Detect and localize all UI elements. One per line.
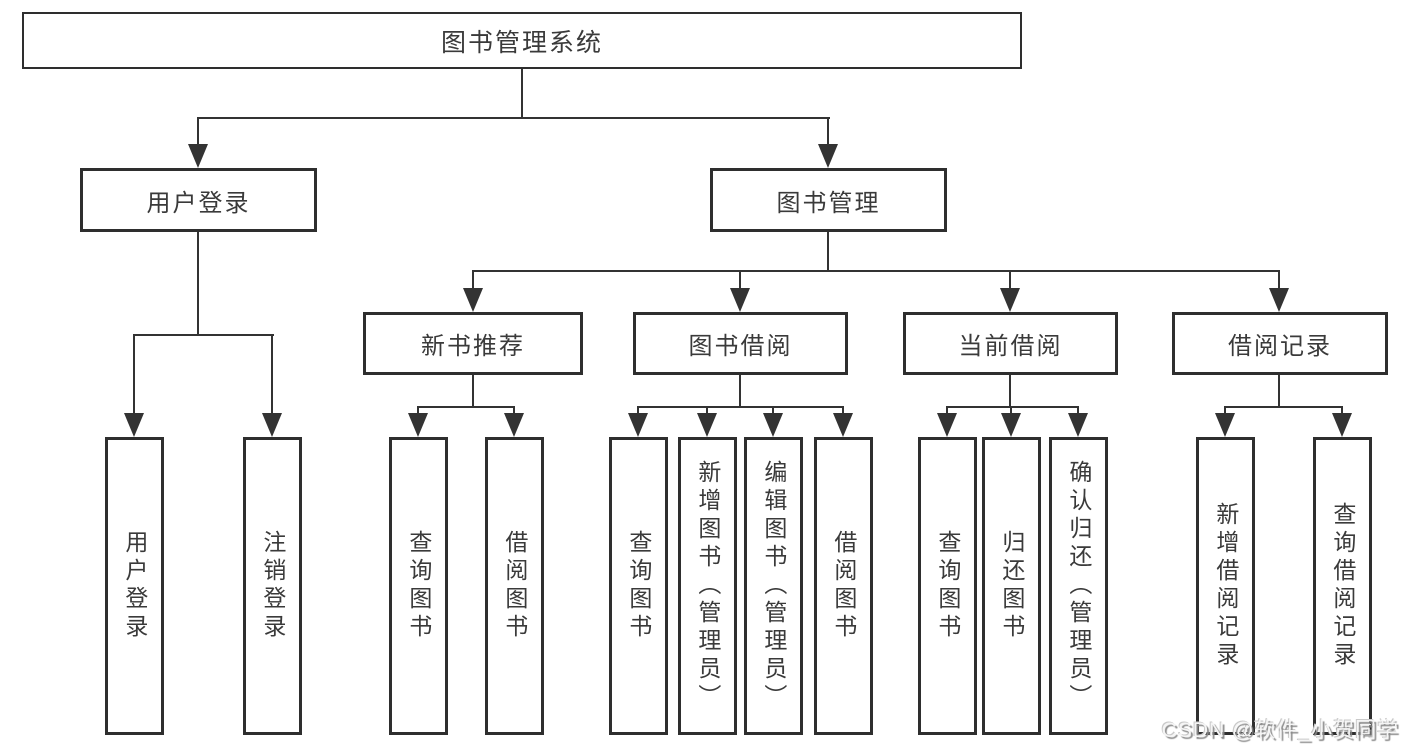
leaf-query-borrow-record-label: 查询借阅记录: [1329, 502, 1356, 670]
connector-line: [417, 406, 515, 408]
leaf-query-books-recommend: 查询图书: [389, 437, 448, 735]
connector-line: [827, 117, 829, 147]
node-user-login: 用户登录: [80, 168, 317, 232]
connector-line: [133, 334, 135, 416]
leaf-query-books-current: 查询图书: [918, 437, 977, 735]
arrow-down-icon: [262, 413, 282, 437]
arrow-down-icon: [408, 413, 428, 437]
connector-line: [1224, 406, 1226, 416]
connector-line: [842, 406, 844, 416]
arrow-down-icon: [504, 413, 524, 437]
node-current-borrowing-label: 当前借阅: [958, 333, 1063, 360]
node-new-book-recommend-label: 新书推荐: [421, 333, 525, 360]
arrow-down-icon: [1001, 413, 1021, 437]
arrow-down-icon: [188, 144, 208, 168]
connector-line: [472, 270, 474, 292]
node-user-login-label: 用户登录: [146, 189, 251, 217]
arrow-down-icon: [463, 288, 483, 312]
node-new-book-recommend: 新书推荐: [363, 312, 583, 375]
connector-line: [1278, 375, 1280, 406]
leaf-borrow-books-borrowing: 借阅图书: [814, 437, 873, 735]
connector-line: [513, 406, 515, 416]
leaf-add-borrow-record-label: 新增借阅记录: [1212, 502, 1239, 670]
connector-line: [706, 406, 708, 416]
connector-line: [133, 334, 274, 336]
connector-line: [1278, 270, 1280, 292]
node-book-management: 图书管理: [710, 168, 947, 232]
leaf-add-borrow-record: 新增借阅记录: [1196, 437, 1255, 735]
connector-line: [1009, 270, 1011, 292]
arrow-down-icon: [1215, 413, 1235, 437]
leaf-return-books: 归还图书: [982, 437, 1041, 735]
leaf-borrow-books-recommend: 借阅图书: [485, 437, 544, 735]
connector-line: [827, 232, 829, 270]
arrow-down-icon: [1269, 288, 1289, 312]
leaf-borrow-books-recommend-label: 借阅图书: [501, 530, 528, 642]
node-root: 图书管理系统: [22, 12, 1022, 69]
connector-line: [1010, 406, 1012, 416]
arrow-down-icon: [1332, 413, 1352, 437]
connector-line: [1224, 406, 1343, 408]
connector-line: [197, 117, 830, 119]
leaf-query-borrow-record: 查询借阅记录: [1313, 437, 1372, 735]
connector-line: [739, 375, 741, 406]
node-book-borrowing-label: 图书借阅: [688, 333, 793, 360]
connector-line: [197, 232, 199, 334]
connector-line: [637, 406, 844, 408]
leaf-return-books-label: 归还图书: [998, 530, 1025, 642]
node-borrowing-records: 借阅记录: [1172, 312, 1388, 375]
leaf-confirm-return-admin: 确认归还（管理员）: [1049, 437, 1108, 735]
connector-line: [472, 270, 1280, 272]
connector-line: [417, 406, 419, 416]
leaf-user-login-label: 用户登录: [121, 530, 148, 642]
node-borrowing-records-label: 借阅记录: [1228, 333, 1332, 360]
leaf-edit-books-admin: 编辑图书（管理员）: [744, 437, 803, 735]
connector-line: [521, 69, 523, 117]
node-book-management-label: 图书管理: [776, 189, 881, 217]
leaf-query-books-current-label: 查询图书: [934, 530, 961, 642]
connector-line: [946, 406, 1079, 408]
connector-line: [772, 406, 774, 416]
arrow-down-icon: [628, 413, 648, 437]
arrow-down-icon: [818, 144, 838, 168]
leaf-query-books-recommend-label: 查询图书: [405, 530, 432, 642]
arrow-down-icon: [124, 413, 144, 437]
connector-line: [271, 334, 273, 416]
leaf-user-login: 用户登录: [105, 437, 164, 735]
connector-line: [1009, 375, 1011, 406]
arrow-down-icon: [1068, 413, 1088, 437]
connector-line: [472, 375, 474, 406]
leaf-logout: 注销登录: [243, 437, 302, 735]
connector-line: [1341, 406, 1343, 416]
leaf-borrow-books-borrowing-label: 借阅图书: [830, 530, 857, 642]
csdn-watermark: CSDN @软件_小贺同学: [1161, 719, 1399, 742]
arrow-down-icon: [833, 413, 853, 437]
connector-line: [1077, 406, 1079, 416]
node-book-borrowing: 图书借阅: [633, 312, 848, 375]
connector-line: [739, 270, 741, 292]
leaf-confirm-return-admin-label: 确认归还（管理员）: [1065, 460, 1092, 712]
leaf-query-books-borrowing-label: 查询图书: [625, 530, 652, 642]
arrow-down-icon: [937, 413, 957, 437]
node-root-label: 图书管理系统: [440, 28, 603, 57]
connector-line: [946, 406, 948, 416]
leaf-add-books-admin: 新增图书（管理员）: [678, 437, 737, 735]
arrow-down-icon: [697, 413, 717, 437]
connector-line: [197, 117, 199, 147]
connector-line: [637, 406, 639, 416]
leaf-query-books-borrowing: 查询图书: [609, 437, 668, 735]
arrow-down-icon: [1000, 288, 1020, 312]
arrow-down-icon: [730, 288, 750, 312]
leaf-edit-books-admin-label: 编辑图书（管理员）: [760, 460, 787, 712]
leaf-logout-label: 注销登录: [259, 530, 286, 642]
arrow-down-icon: [763, 413, 783, 437]
leaf-add-books-admin-label: 新增图书（管理员）: [694, 460, 721, 712]
node-current-borrowing: 当前借阅: [903, 312, 1118, 375]
